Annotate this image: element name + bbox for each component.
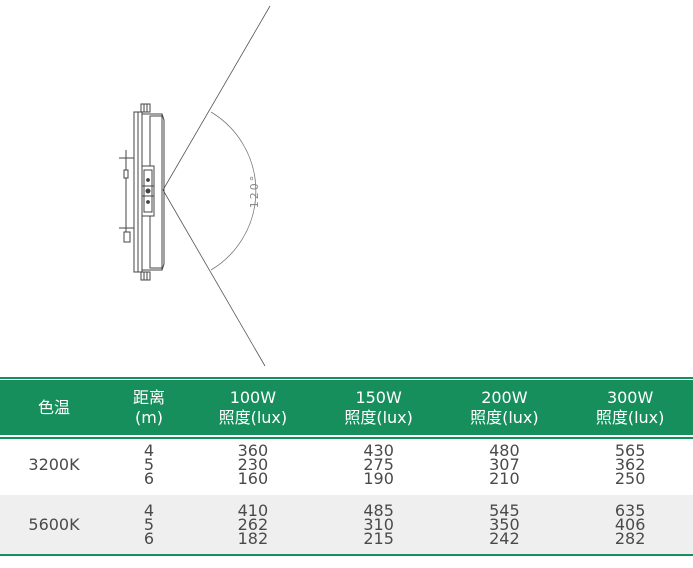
lux-100w-cell: 410 262 182 xyxy=(190,495,316,555)
distance-cell: 4 5 6 xyxy=(143,441,155,488)
header-distance: 距离 (m) xyxy=(108,377,190,435)
beam-upper-line xyxy=(162,5,271,191)
header-150w: 150W 照度(lux) xyxy=(315,377,442,435)
color-temp-cell: 3200K xyxy=(28,455,80,474)
table-row: 5600K 4 5 6 410 262 182 485 310 215 545 … xyxy=(0,495,693,555)
header-300w: 300W 照度(lux) xyxy=(567,377,693,435)
lux-150w-cell: 430 275 190 xyxy=(363,441,394,488)
header-100w: 100W 照度(lux) xyxy=(190,377,316,435)
lux-200w-cell: 480 307 210 xyxy=(489,441,520,488)
beam-lower-line xyxy=(162,189,266,367)
lux-300w-cell: 565 362 250 xyxy=(614,441,646,488)
lux-100w-cell: 360 230 160 xyxy=(237,441,269,488)
table-header-row: 色温 距离 (m) 100W 照度(lux) 150W 照度(lux) 200W… xyxy=(0,377,693,435)
lux-200w-cell: 545 350 242 xyxy=(441,495,568,555)
table-row: 3200K 4 5 6 360 230 160 430 275 190 480 … xyxy=(0,435,693,495)
distance-cell: 4 5 6 xyxy=(108,495,190,555)
header-color-temp: 色温 xyxy=(0,377,108,435)
beam-angle-arc xyxy=(210,111,257,271)
lux-300w-cell: 635 406 282 xyxy=(567,495,693,555)
lux-150w-cell: 485 310 215 xyxy=(315,495,442,555)
illuminance-table: 色温 距离 (m) 100W 照度(lux) 150W 照度(lux) 200W… xyxy=(0,377,693,556)
floodlight-fixture xyxy=(119,103,165,281)
beam-angle-label: 120° xyxy=(248,174,261,209)
header-200w: 200W 照度(lux) xyxy=(441,377,568,435)
color-temp-cell: 5600K xyxy=(0,495,108,555)
beam-angle-diagram: 120° xyxy=(119,5,271,367)
